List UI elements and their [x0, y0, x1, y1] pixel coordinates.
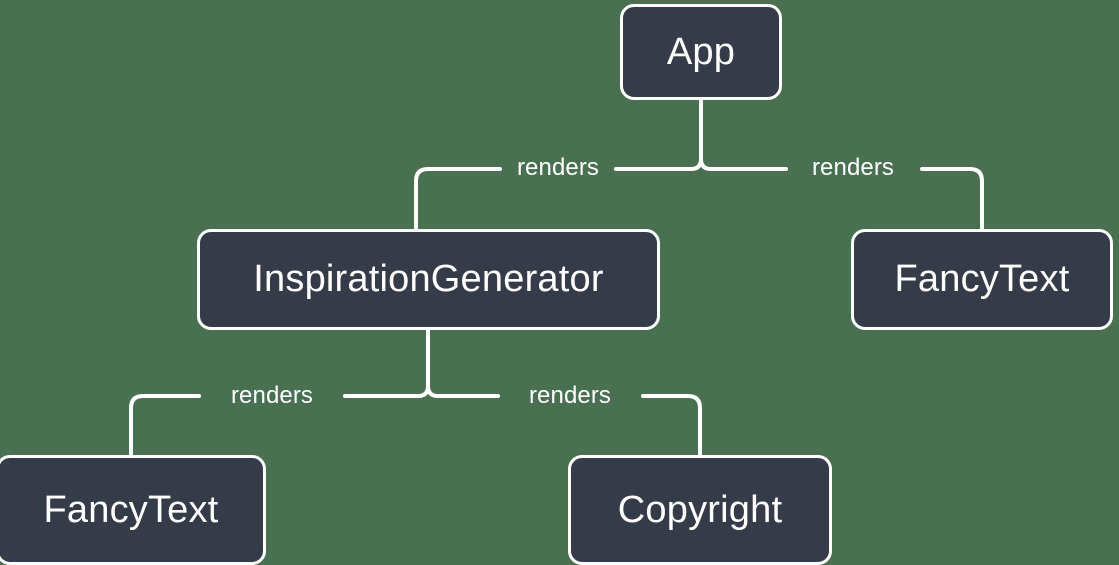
edge-label-app-to-inspiration: renders: [516, 154, 600, 181]
edge-label-inspiration-to-fancytext: renders: [230, 382, 314, 409]
node-inspiration-generator-label: InspirationGenerator: [253, 258, 604, 300]
edge-label-inspiration-to-copyright: renders: [528, 382, 612, 409]
edge-inspiration-to-copyright-elbow: [686, 394, 702, 457]
edge-app-to-inspiration-elbow: [414, 167, 430, 231]
node-inspiration-generator[interactable]: InspirationGenerator: [197, 229, 660, 330]
node-copyright-label: Copyright: [617, 488, 783, 531]
node-copyright[interactable]: Copyright: [568, 455, 832, 565]
node-app[interactable]: App: [620, 4, 782, 100]
edge-inspiration-to-fancytext-elbow: [129, 394, 145, 457]
node-app-label: App: [666, 30, 736, 73]
node-fancytext-bottom-label: FancyText: [43, 488, 219, 531]
node-fancytext-bottom[interactable]: FancyText: [0, 455, 266, 565]
edge-app-to-fancytext-elbow: [968, 167, 984, 231]
node-fancytext-right-label: FancyText: [894, 258, 1070, 300]
edge-junction-top-left: [689, 157, 703, 171]
edge-junction-bottom-left: [416, 384, 430, 398]
edge-label-app-to-fancytext: renders: [811, 154, 895, 181]
node-fancytext-right[interactable]: FancyText: [851, 229, 1113, 330]
